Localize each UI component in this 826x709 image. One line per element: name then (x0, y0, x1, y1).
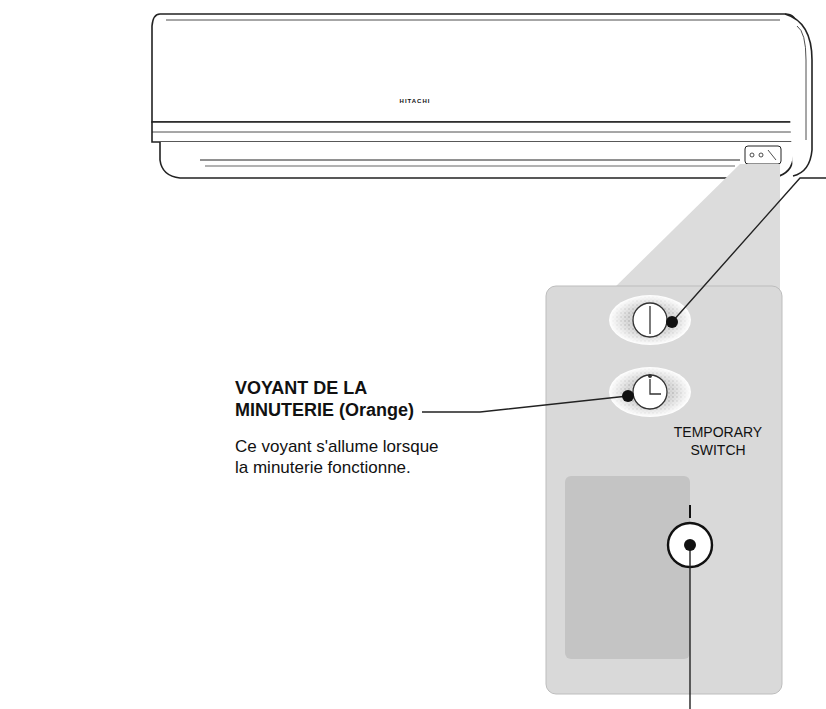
panel-ground (565, 476, 690, 659)
indoor-unit (166, 20, 780, 21)
timer-lamp-symbol (650, 379, 661, 394)
indoor-unit (152, 122, 797, 142)
indicator-glow (610, 368, 690, 416)
leader-dot (622, 390, 634, 402)
callout-text: Ce voyant s'allume lorsque la minuterie … (235, 436, 455, 479)
indicator-glow (609, 295, 691, 345)
indoor-unit (750, 153, 754, 157)
indicator-glow (610, 296, 690, 344)
switch-panel: TEMPORARY SWITCH (546, 286, 782, 694)
leader-line (422, 396, 628, 412)
indoor-unit (768, 150, 776, 160)
indoor-unit (200, 160, 740, 161)
panel-ground (546, 286, 782, 694)
indoor-unit: HITACHI (152, 14, 812, 180)
timer-lamp-symbol (648, 374, 652, 378)
indoor-unit (759, 153, 763, 157)
indicator-glow (609, 295, 691, 417)
operation-lamp-symbol (633, 303, 667, 337)
leader-line (689, 545, 690, 709)
leader-dot (684, 539, 696, 551)
indoor-unit (152, 14, 797, 122)
indoor-unit (745, 146, 781, 164)
panel-ground (546, 286, 782, 694)
callout-heading: VOYANT DE LA MINUTERIE (Orange) (235, 378, 440, 421)
operation-lamp-symbol (633, 303, 667, 337)
leader-dot (666, 316, 678, 328)
timer-lamp-symbol (633, 374, 667, 409)
callout-wedge (610, 164, 780, 292)
indoor-unit (152, 14, 812, 178)
indicator-glow (609, 367, 691, 417)
indoor-unit (205, 166, 735, 167)
indoor-unit (785, 14, 812, 176)
indoor-unit (160, 142, 793, 178)
indoor-unit (797, 26, 806, 140)
timer-lamp-symbol (633, 375, 667, 409)
leader-line (422, 178, 826, 709)
operation-lamp-symbol (649, 306, 650, 334)
temporary-switch-symbol (689, 505, 691, 518)
brand-logo: HITACHI (385, 98, 445, 106)
callout-wedge (610, 164, 780, 292)
switch-label: TEMPORARY SWITCH (668, 424, 768, 459)
indoor-unit (152, 132, 797, 133)
leader-line (672, 178, 826, 322)
